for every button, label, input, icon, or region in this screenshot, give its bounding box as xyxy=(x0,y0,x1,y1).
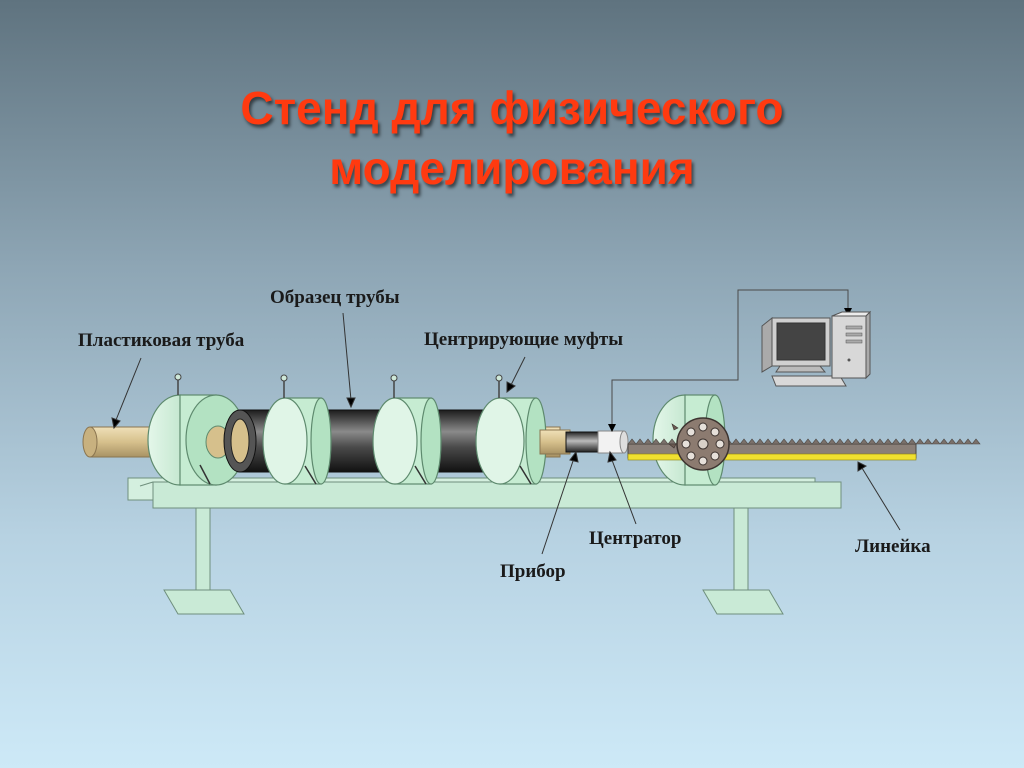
computer-icon xyxy=(761,310,872,387)
label-plastic-pipe: Пластиковая труба xyxy=(78,330,245,351)
label-ruler: Линейка xyxy=(855,536,931,557)
label-device: Прибор xyxy=(500,561,566,582)
coupling-2 xyxy=(262,374,332,485)
label-centering-couplings: Центрирующие муфты xyxy=(424,329,624,350)
stand-legs xyxy=(163,504,784,615)
gear-wheel xyxy=(668,417,730,471)
centering-couplings-on-sample xyxy=(262,374,547,485)
stand-frame xyxy=(127,477,842,509)
leader-lines xyxy=(111,312,901,555)
coupling-4 xyxy=(475,374,547,485)
title-line-2: моделирования xyxy=(329,142,695,194)
label-centrator: Центратор xyxy=(589,528,682,549)
device-rod xyxy=(539,429,601,455)
slide-title: Стенд для физического моделирования xyxy=(0,78,1024,198)
label-sample-pipe: Образец трубы xyxy=(270,287,400,308)
title-line-1: Стенд для физического xyxy=(240,82,784,134)
centrator xyxy=(597,430,629,454)
coupling-3 xyxy=(372,374,442,485)
